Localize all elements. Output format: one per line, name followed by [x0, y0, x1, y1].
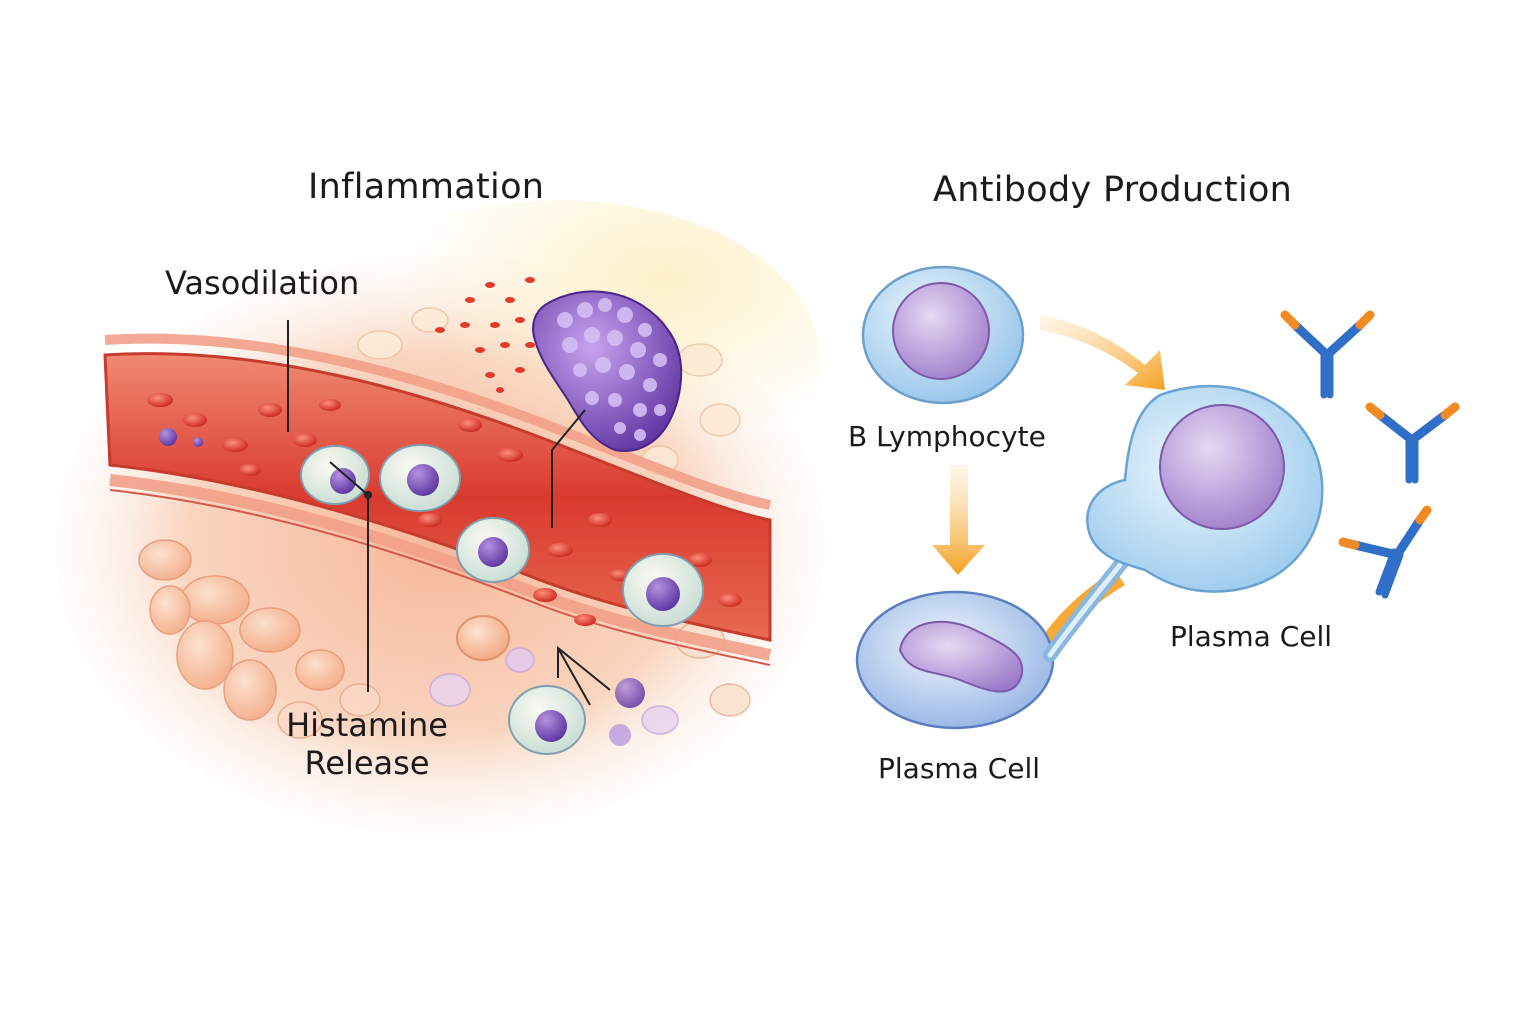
red-blood-cell-icon	[258, 403, 282, 417]
mast-cell-icon	[456, 517, 530, 583]
antibody-icon	[1280, 310, 1375, 399]
mast-cell-icon	[300, 445, 370, 505]
arrow-down-to-plasma-cell	[932, 465, 985, 575]
histamine-label-line2: Release	[304, 743, 430, 782]
white-cell-small	[159, 428, 177, 446]
allergen-particle-icon	[532, 290, 683, 452]
red-blood-cells	[147, 393, 742, 626]
callout-lines	[287, 320, 611, 706]
plasma-cell-icon	[855, 590, 1055, 730]
inflammation-panel	[55, 200, 825, 835]
cell-connection-tube	[1043, 546, 1157, 662]
red-blood-cell-icon	[418, 513, 442, 527]
red-blood-cell-icon	[147, 393, 173, 407]
red-blood-cell-icon	[574, 614, 596, 626]
red-blood-cell-icon	[458, 418, 482, 432]
red-blood-cell-icon	[497, 448, 523, 462]
red-blood-cell-icon	[319, 399, 341, 411]
inflammation-title: Inflammation	[308, 167, 545, 207]
antibody-production-title: Antibody Production	[933, 170, 1293, 210]
red-blood-cell-icon	[688, 553, 712, 567]
antibody-icon	[1338, 505, 1432, 599]
red-blood-cell-icon	[718, 593, 742, 607]
allergen-pointer	[551, 409, 586, 528]
histamine-release-label: Histamine Release	[272, 706, 462, 783]
b-lymphocyte-label: B Lymphocyte	[848, 420, 1046, 453]
red-blood-cell-icon	[533, 588, 557, 602]
red-blood-cell-icon	[222, 438, 248, 452]
plasma-cell-lower-label: Plasma Cell	[878, 752, 1041, 785]
white-cell-small	[193, 437, 203, 447]
mast-cell-icon	[622, 553, 704, 627]
red-blood-cell-icon	[239, 464, 261, 476]
mast-cell-icon	[508, 685, 586, 755]
mast-cell-icon	[379, 444, 461, 512]
plasma-cell-right-label: Plasma Cell	[1170, 620, 1333, 653]
vasodilation-label: Vasodilation	[165, 264, 360, 302]
red-blood-cell-icon	[183, 413, 207, 427]
antibodies	[1280, 310, 1460, 599]
histamine-granule	[615, 678, 645, 708]
plasma-cell-large-icon	[1086, 385, 1324, 593]
released-particles	[435, 277, 535, 393]
tissue-cell-orange	[456, 615, 510, 661]
red-blood-cell-icon	[293, 433, 317, 447]
red-blood-cell-icon	[547, 543, 573, 557]
antibody-production-panel	[855, 265, 1460, 730]
histamine-label-line1: Histamine	[286, 706, 448, 744]
antibody-icon	[1365, 402, 1460, 484]
mast-cells	[300, 444, 704, 755]
red-blood-cell-icon	[588, 513, 612, 527]
b-lymphocyte-cell-icon	[861, 265, 1025, 405]
histamine-granule	[609, 724, 631, 746]
arrow-to-plasma-cell	[1040, 315, 1165, 390]
